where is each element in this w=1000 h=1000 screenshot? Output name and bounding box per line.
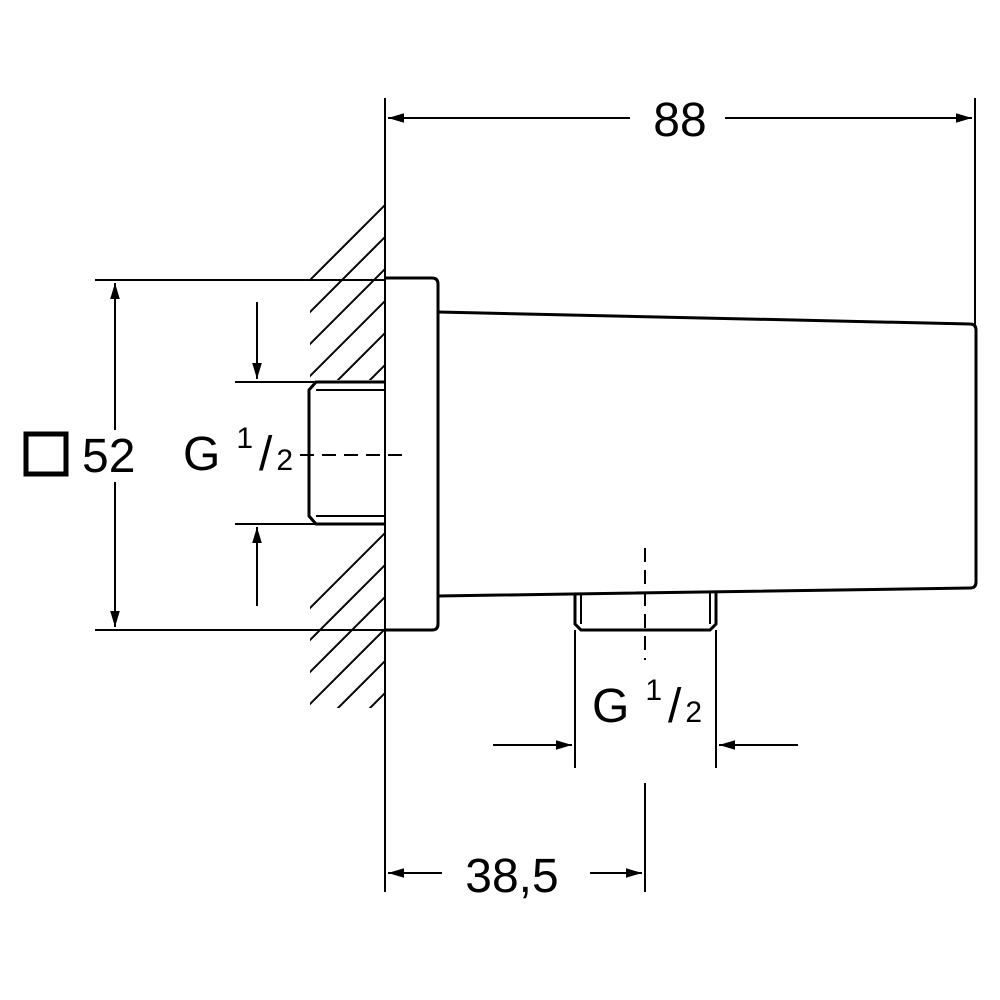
flange-plate	[385, 276, 440, 632]
dimension-88-label: 88	[653, 94, 706, 147]
inlet-thread-dimension: G 1 / 2	[183, 302, 385, 606]
outlet-thread-prefix: G	[592, 680, 629, 733]
inlet-thread-prefix: G	[183, 428, 220, 481]
inlet-thread-numerator: 1	[236, 422, 253, 455]
dimension-52-label: 52	[82, 430, 135, 483]
outlet-thread-numerator: 1	[645, 674, 662, 707]
inlet-thread	[307, 380, 385, 526]
dimension-38-5: 38,5	[388, 850, 642, 903]
outlet-thread-denominator: 2	[685, 696, 702, 729]
dimension-88: 88	[388, 94, 972, 147]
dimension-52: 52	[23, 279, 385, 631]
outlet-thread-slash: /	[668, 680, 682, 733]
wall-hatch-top	[310, 202, 386, 380]
inlet-thread-slash: /	[259, 428, 273, 481]
outlet-body	[437, 310, 978, 598]
square-symbol-icon	[23, 431, 69, 477]
outlet-thread-dimension: G 1 / 2	[493, 630, 798, 768]
inlet-thread-denominator: 2	[276, 444, 293, 477]
dimension-38-5-label: 38,5	[465, 850, 558, 903]
outlet-thread	[573, 592, 718, 632]
outlet-thread-label: G 1 / 2	[592, 674, 702, 733]
inlet-thread-label: G 1 / 2	[183, 422, 293, 481]
